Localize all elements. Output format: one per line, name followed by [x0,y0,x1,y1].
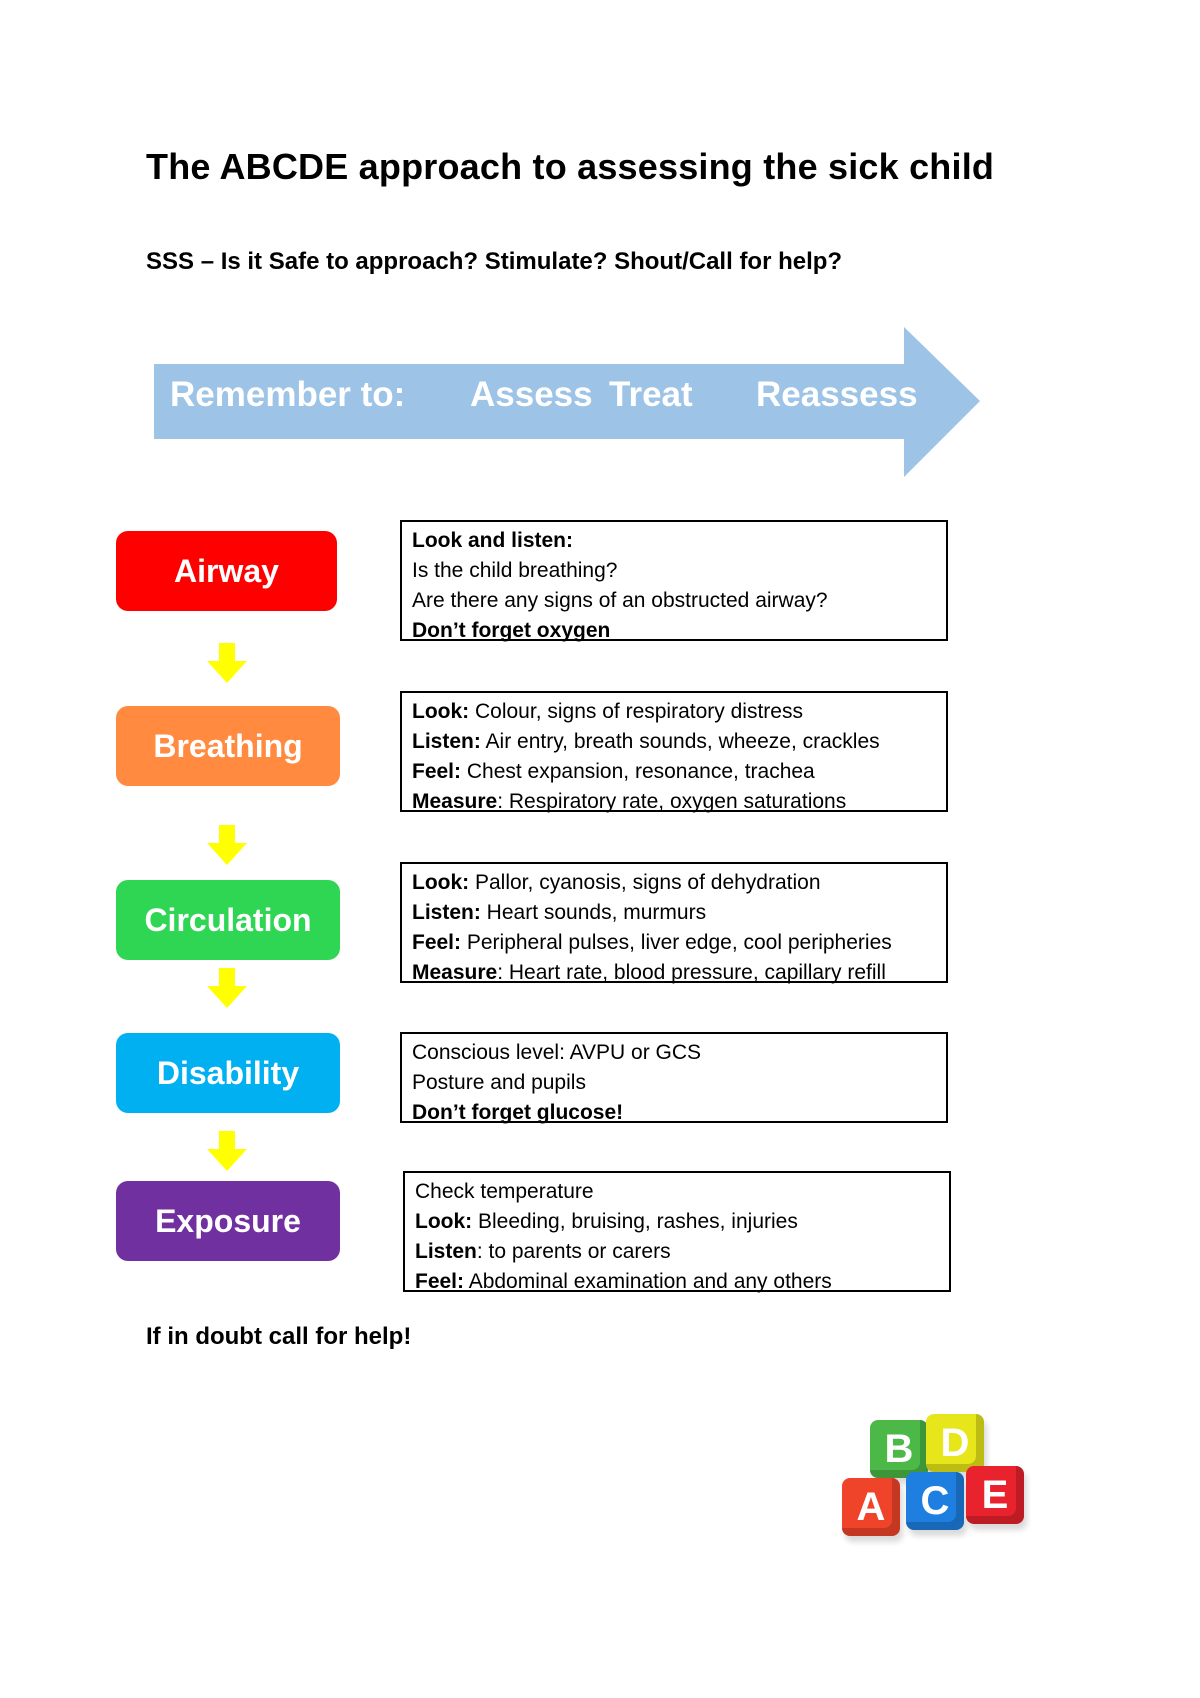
info-line: Posture and pupils [412,1071,586,1094]
info-line: Listen: to parents or carers [415,1240,671,1263]
banner-arrow-shape [154,327,980,477]
step-circulation-label: Circulation [144,901,312,938]
block-a: A [842,1478,900,1536]
info-line: Don’t forget oxygen [412,619,611,642]
down-arrow-icon [207,1131,247,1171]
info-line: Is the child breathing? [412,559,618,582]
reminder-banner: Remember to: Assess Treat Reassess [154,327,980,477]
info-line: Look: Colour, signs of respiratory distr… [412,700,803,723]
block-d: D [926,1414,984,1472]
info-line: Look: Bleeding, bruising, rashes, injuri… [415,1210,798,1233]
page-subtitle: SSS – Is it Safe to approach? Stimulate?… [146,248,843,275]
banner-assess-label: Assess [470,375,593,414]
block-b: B [870,1420,928,1478]
step-breathing-label: Breathing [153,727,303,764]
info-box-disability: Conscious level: AVPU or GCS Posture and… [400,1032,948,1124]
block-e: E [966,1466,1024,1524]
step-disability: Disability [116,1033,340,1113]
info-line: Listen: Air entry, breath sounds, wheeze… [412,730,880,753]
step-exposure: Exposure [116,1181,340,1261]
info-line: Conscious level: AVPU or GCS [412,1041,702,1064]
banner-treat-label: Treat [609,375,693,414]
down-arrow-icon [207,643,247,683]
info-line: Feel: Chest expansion, resonance, trache… [412,760,815,783]
page-title: The ABCDE approach to assessing the sick… [146,146,995,187]
info-line: Are there any signs of an obstructed air… [412,589,828,612]
info-box-exposure: Check temperature Look: Bleeding, bruisi… [403,1171,951,1293]
info-line: Look: Pallor, cyanosis, signs of dehydra… [412,871,821,894]
down-arrow-icon [207,968,247,1008]
step-exposure-label: Exposure [155,1202,301,1239]
abcde-blocks-illustration: B D A C E [818,1408,1068,1558]
info-line: Don’t forget glucose! [412,1101,624,1124]
info-box-breathing: Look: Colour, signs of respiratory distr… [400,691,948,813]
block-c: C [906,1472,964,1530]
step-circulation: Circulation [116,880,340,960]
footer-note: If in doubt call for help! [146,1323,412,1350]
info-box-airway: Look and listen: Is the child breathing?… [400,520,948,642]
banner-remember-label: Remember to: [170,375,406,414]
info-box-circulation: Look: Pallor, cyanosis, signs of dehydra… [400,862,948,984]
info-line: Look and listen: [412,529,574,552]
info-line: Feel: Abdominal examination and any othe… [415,1270,832,1293]
banner-reassess-label: Reassess [756,375,918,414]
step-disability-label: Disability [156,1054,300,1091]
info-line: Check temperature [415,1180,594,1203]
info-line: Measure: Respiratory rate, oxygen satura… [412,790,847,813]
down-arrow-icon [207,825,247,865]
info-line: Feel: Peripheral pulses, liver edge, coo… [412,931,892,954]
info-line: Listen: Heart sounds, murmurs [412,901,707,924]
info-line: Measure: Heart rate, blood pressure, cap… [412,961,886,984]
step-airway: Airway [116,531,337,611]
step-airway-label: Airway [174,552,279,589]
step-breathing: Breathing [116,706,340,786]
